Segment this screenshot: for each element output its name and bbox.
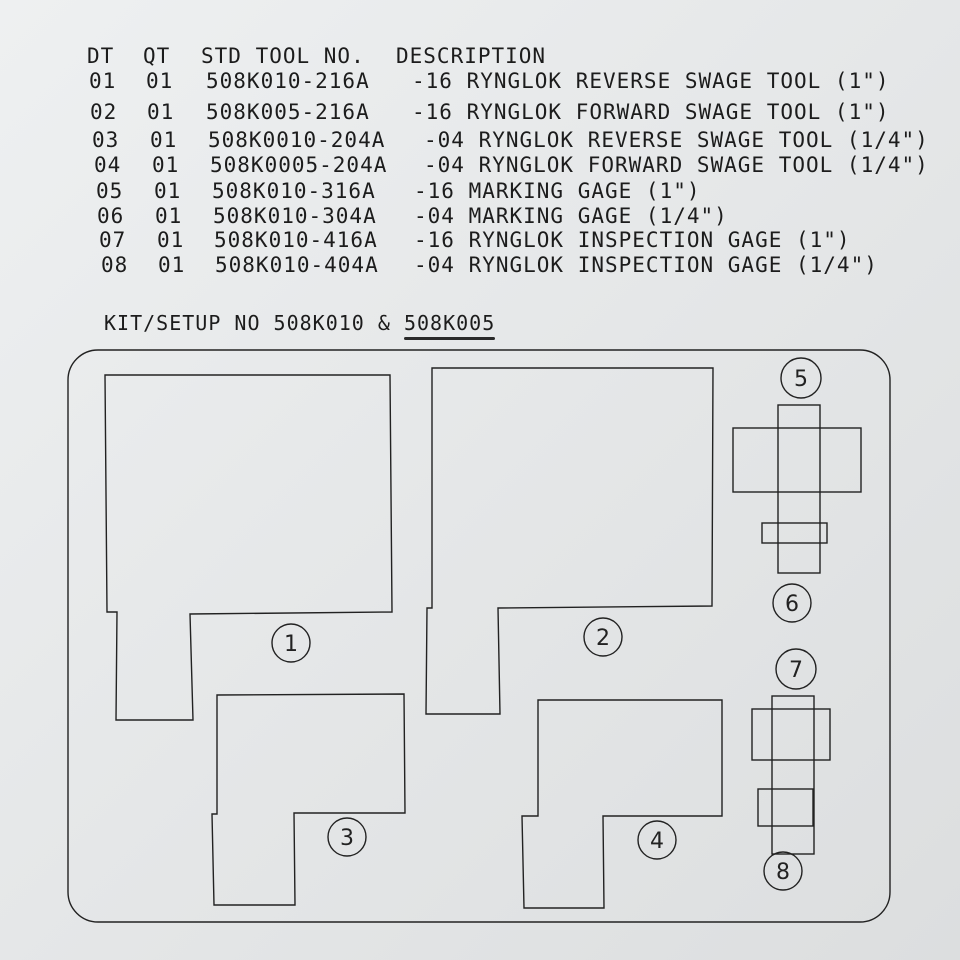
row-std-tool-no: 508K0005-204A: [210, 153, 388, 177]
pocket-2: [425, 367, 714, 715]
row-std-tool-no: 508K010-216A: [206, 69, 370, 93]
callout-circle: [780, 357, 822, 399]
gage-outline: [757, 788, 814, 827]
gage-group-5-6: [732, 404, 862, 574]
kit-setup-underlined-number: 508K005: [403, 311, 496, 335]
row-description: -16 RYNGLOK FORWARD SWAGE TOOL (1"): [412, 100, 890, 124]
row-dt: 02: [90, 100, 118, 124]
callout-number: 4: [650, 829, 664, 854]
row-qt: 01: [158, 253, 186, 277]
callout-number: 5: [794, 367, 808, 392]
callout-5: 5: [780, 357, 822, 399]
callout-6: 6: [772, 583, 812, 623]
header-std-tool-no: STD TOOL NO.: [201, 44, 365, 68]
header-qt: QT: [143, 44, 171, 68]
callout-circle: [637, 820, 677, 860]
row-dt: 05: [96, 179, 124, 203]
pocket-1: [104, 374, 393, 721]
callout-circle: [271, 623, 311, 663]
callout-1: 1: [271, 623, 311, 663]
row-std-tool-no: 508K010-316A: [212, 179, 376, 203]
row-std-tool-no: 508K010-416A: [214, 228, 378, 252]
row-description: -04 RYNGLOK FORWARD SWAGE TOOL (1/4"): [424, 153, 929, 177]
callout-number: 6: [785, 592, 799, 617]
kit-setup-label: KIT/SETUP NO 508K010 &: [104, 311, 404, 335]
callout-number: 2: [596, 626, 610, 651]
row-dt: 03: [92, 128, 120, 152]
callout-8: 8: [763, 851, 803, 891]
row-description: -04 MARKING GAGE (1/4"): [414, 204, 728, 228]
callout-circle: [583, 617, 623, 657]
callout-2: 2: [583, 617, 623, 657]
row-qt: 01: [157, 228, 185, 252]
gage-outline: [777, 404, 821, 574]
header-description: DESCRIPTION: [396, 44, 547, 68]
callout-4: 4: [637, 820, 677, 860]
pocket-4: [521, 699, 723, 909]
header-dt: DT: [87, 44, 115, 68]
row-qt: 01: [154, 179, 182, 203]
callout-3: 3: [327, 817, 367, 857]
row-qt: 01: [147, 100, 175, 124]
row-dt: 04: [94, 153, 122, 177]
callout-circle: [327, 817, 367, 857]
row-std-tool-no: 508K005-216A: [206, 100, 370, 124]
row-qt: 01: [155, 204, 183, 228]
callout-number: 7: [789, 658, 803, 683]
callout-number: 3: [340, 826, 354, 851]
callout-7: 7: [775, 648, 817, 690]
callout-number: 8: [776, 860, 790, 885]
row-description: -04 RYNGLOK REVERSE SWAGE TOOL (1/4"): [424, 128, 929, 152]
row-std-tool-no: 508K0010-204A: [208, 128, 386, 152]
row-description: -16 RYNGLOK INSPECTION GAGE (1"): [414, 228, 851, 252]
gage-group-7-8: [751, 695, 831, 855]
tray-outline: [67, 349, 891, 923]
row-qt: 01: [152, 153, 180, 177]
row-qt: 01: [150, 128, 178, 152]
kit-setup-number: KIT/SETUP NO 508K010 & 508K005: [104, 311, 495, 335]
callout-circle: [775, 648, 817, 690]
callout-circle: [772, 583, 812, 623]
gage-outline: [732, 427, 862, 493]
row-dt: 01: [89, 69, 117, 93]
callout-circle: [763, 851, 803, 891]
row-std-tool-no: 508K010-304A: [213, 204, 377, 228]
pocket-3: [211, 693, 406, 906]
row-description: -16 RYNGLOK REVERSE SWAGE TOOL (1"): [412, 69, 890, 93]
callout-number: 1: [284, 632, 298, 657]
row-dt: 08: [101, 253, 129, 277]
gage-outline: [771, 695, 815, 855]
gage-outline: [751, 708, 831, 761]
row-std-tool-no: 508K010-404A: [215, 253, 379, 277]
row-qt: 01: [146, 69, 174, 93]
row-dt: 06: [97, 204, 125, 228]
row-description: -04 RYNGLOK INSPECTION GAGE (1/4"): [414, 253, 878, 277]
gage-outline: [761, 522, 828, 544]
row-description: -16 MARKING GAGE (1"): [414, 179, 701, 203]
row-dt: 07: [99, 228, 127, 252]
